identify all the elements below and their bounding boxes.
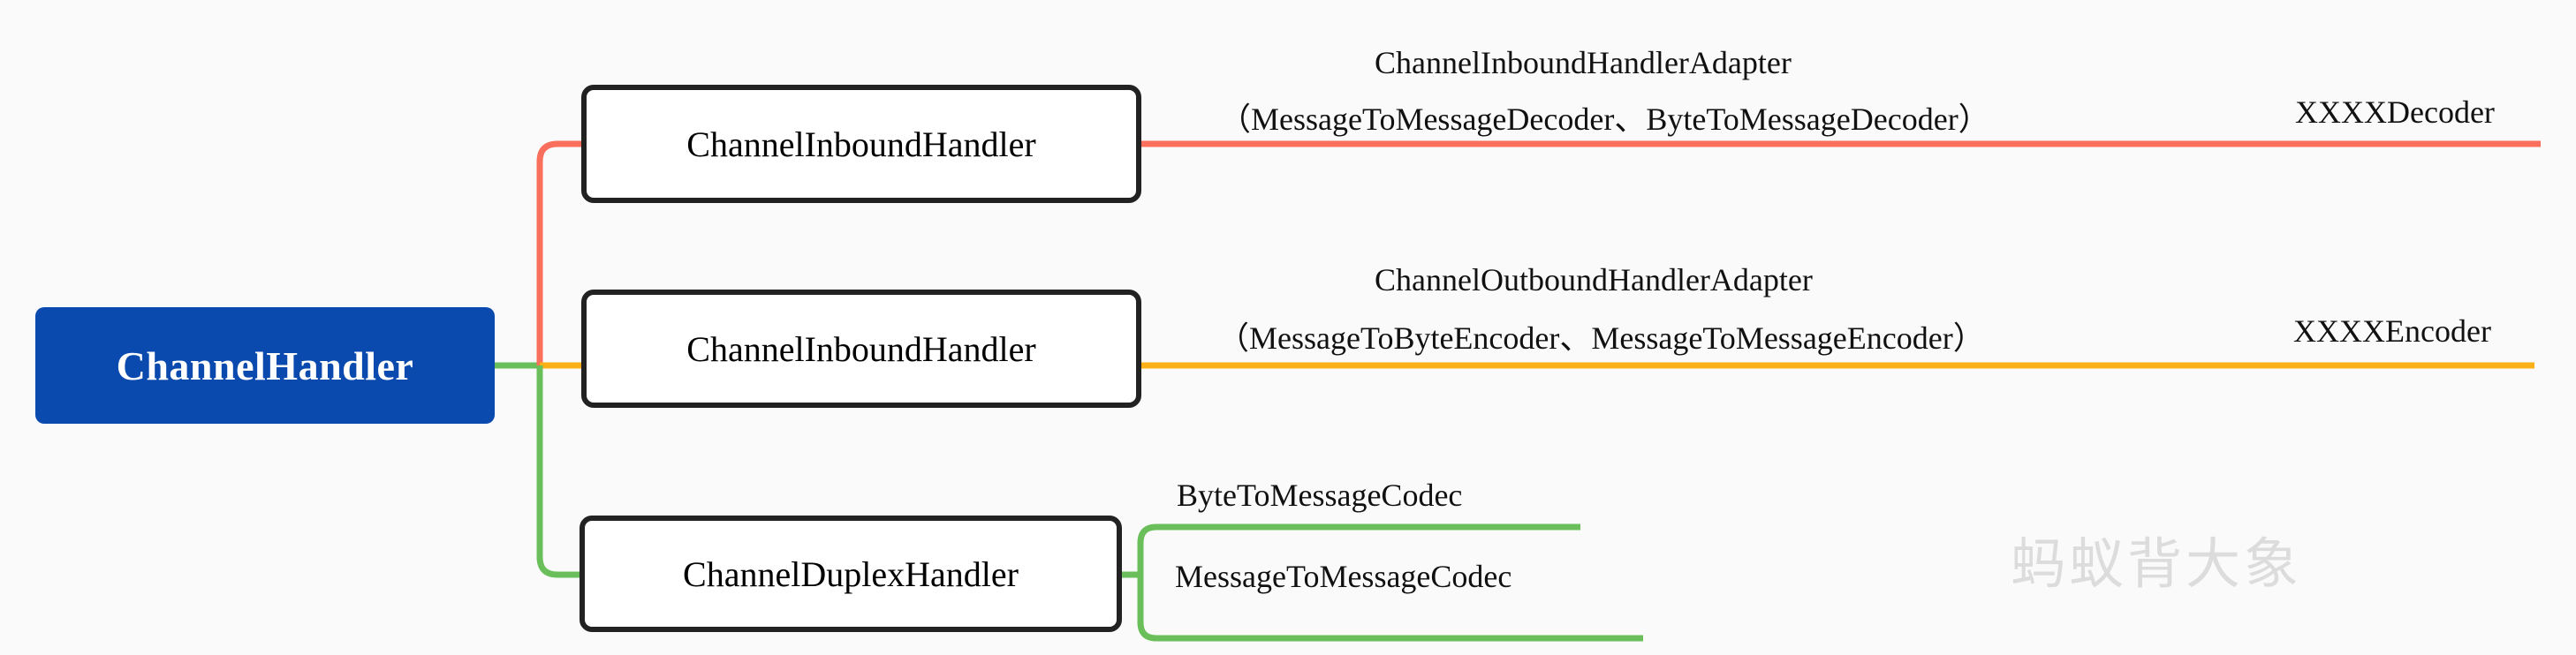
node-box-channel-inbound-handler[interactable]: ChannelInboundHandler [581, 85, 1141, 203]
label-xxxx-encoder: XXXXEncoder [2293, 313, 2491, 349]
codec-line-message-to-message [1137, 575, 1643, 642]
label-outbound-encoder-implementations: （MessageToByteEncoder、MessageToMessageEn… [1217, 320, 1985, 356]
node-box-channel-duplex-handler[interactable]: ChannelDuplexHandler [580, 516, 1122, 632]
node-box-label: ChannelDuplexHandler [683, 553, 1019, 594]
root-node-label: ChannelHandler [116, 343, 414, 388]
branch-line-duplex [536, 365, 582, 578]
node-box-label: ChannelInboundHandler [686, 124, 1036, 164]
watermark-text: 蚂蚁背大象 [2011, 534, 2303, 595]
root-node-channelhandler[interactable]: ChannelHandler [35, 307, 495, 424]
label-inbound-decoder-implementations: （MessageToMessageDecoder、ByteToMessageDe… [1219, 102, 1990, 137]
branch-line-inbound [536, 140, 583, 365]
label-byte-to-message-codec: ByteToMessageCodec [1177, 478, 1463, 513]
label-xxxx-decoder: XXXXDecoder [2295, 94, 2495, 130]
label-message-to-message-codec: MessageToMessageCodec [1175, 559, 1512, 594]
node-box-label: ChannelInboundHandler [686, 328, 1036, 369]
codec-line-byte-to-message [1137, 523, 1580, 575]
label-inbound-handler-adapter: ChannelInboundHandlerAdapter [1375, 45, 1792, 80]
node-box-channel-outbound-handler[interactable]: ChannelInboundHandler [581, 290, 1141, 408]
label-outbound-handler-adapter: ChannelOutboundHandlerAdapter [1375, 262, 1813, 297]
